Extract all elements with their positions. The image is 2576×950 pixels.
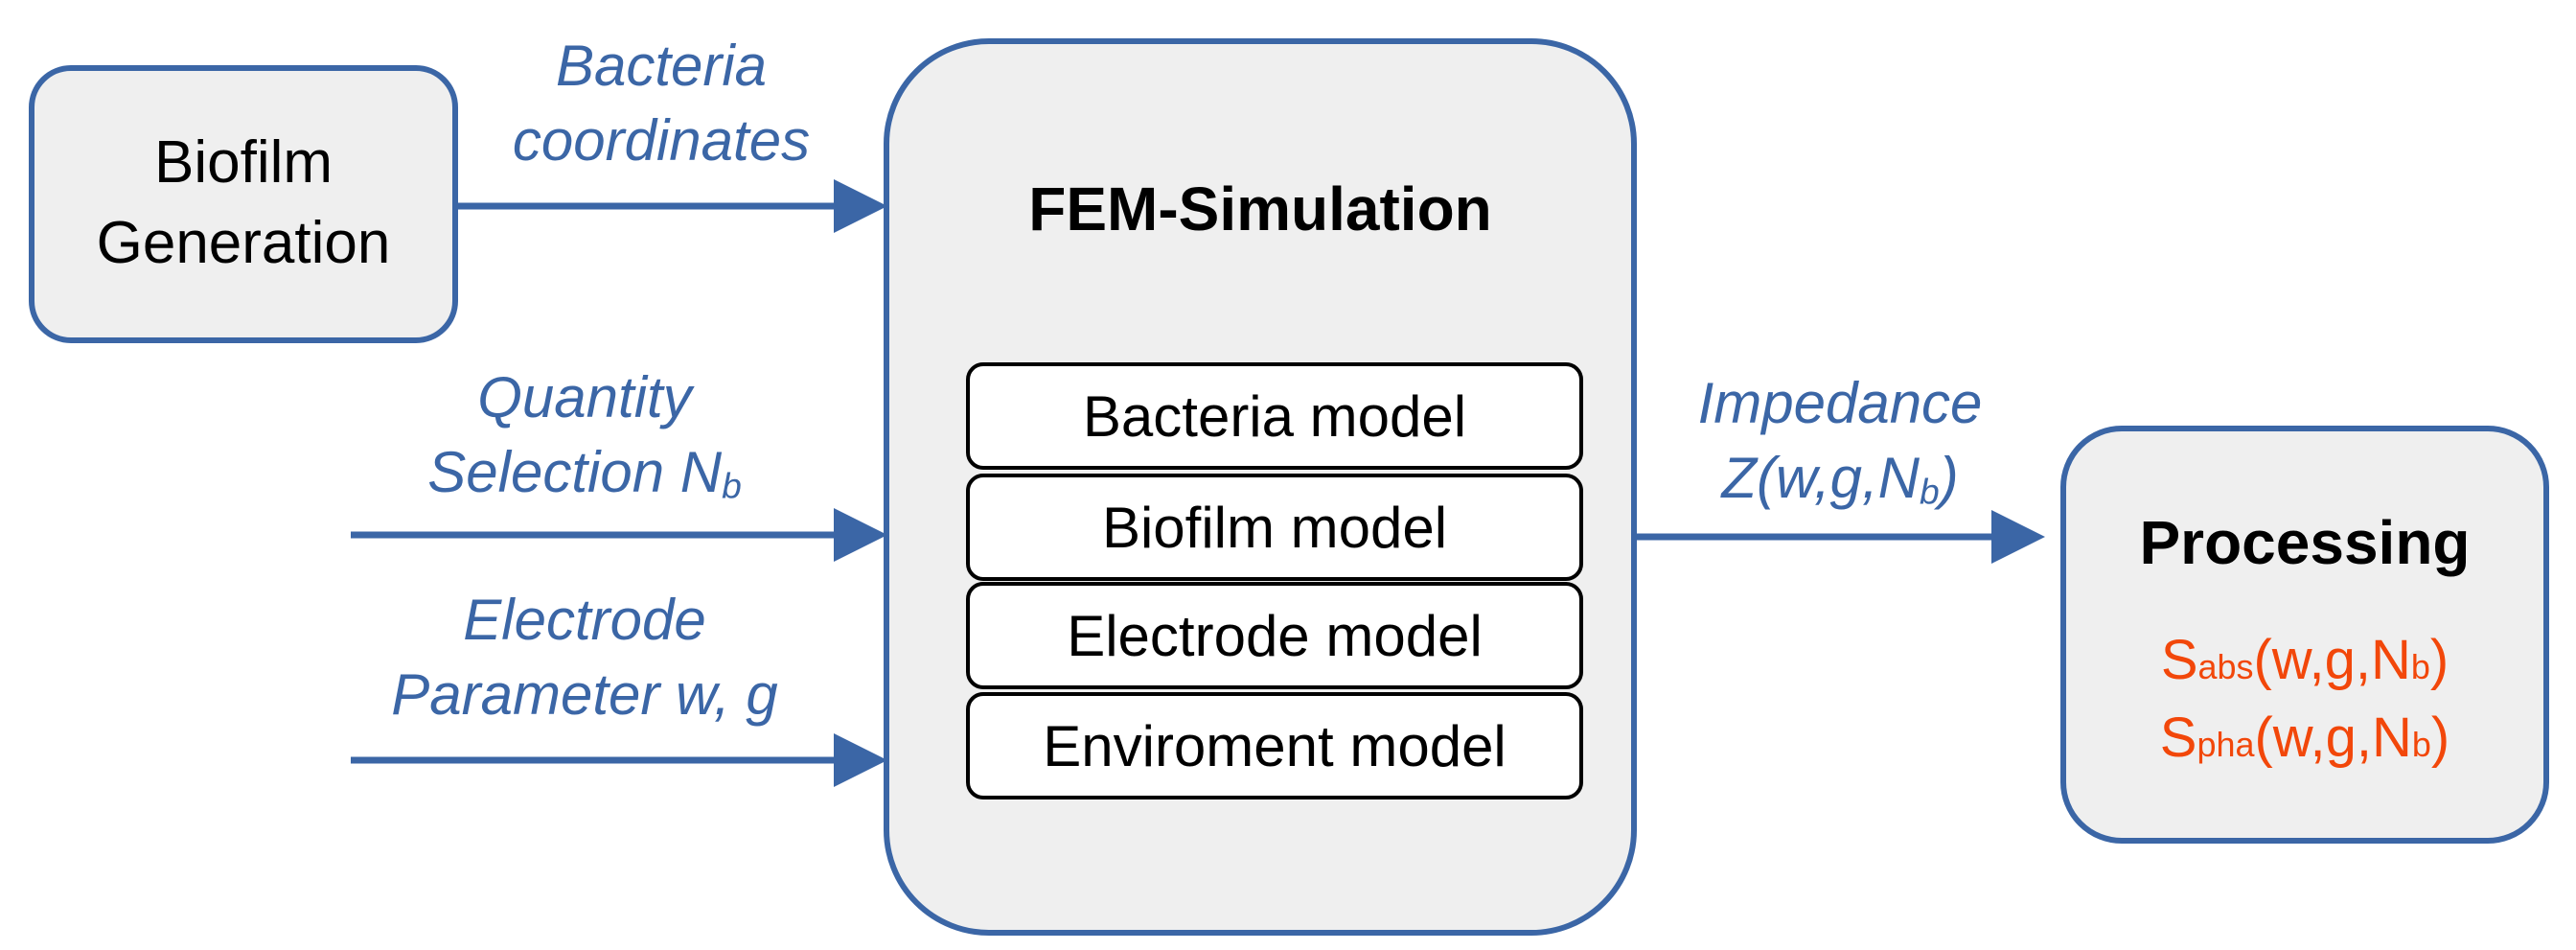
biofilm-generation-line2: Generation bbox=[96, 210, 391, 276]
bacteria-model: Bacteria model bbox=[966, 362, 1583, 470]
quantity-selection-label: Quantity Selection Nb bbox=[374, 360, 795, 523]
impedance-line2: Z(w,g,Nb) bbox=[1721, 446, 1959, 512]
processing-title: Processing bbox=[2139, 508, 2471, 577]
electrode-parameter-line2: Parameter w, g bbox=[391, 662, 778, 727]
impedance-label: Impedance Z(w,g,Nb) bbox=[1658, 366, 2022, 529]
bacteria-coordinates-label: Bacteria coordinates bbox=[460, 29, 862, 178]
fem-simulation-title: FEM-Simulation bbox=[1028, 174, 1492, 243]
impedance-line1: Impedance bbox=[1697, 371, 1983, 435]
quantity-selection-line1: Quantity bbox=[477, 365, 692, 429]
processing-box bbox=[2060, 426, 2549, 844]
biofilm-generation-box bbox=[29, 65, 458, 343]
quantity-selection-line2: Selection Nb bbox=[427, 440, 742, 506]
biofilm-generation-text: Biofilm Generation bbox=[29, 123, 458, 284]
s-abs-formula: Sabs(w,g,Nb) bbox=[2160, 629, 2450, 691]
processing-formulas: Sabs(w,g,Nb) Spha(w,g,Nb) bbox=[2060, 625, 2549, 780]
bacteria-coordinates-line2: coordinates bbox=[512, 108, 811, 173]
environment-model: Enviroment model bbox=[966, 692, 1583, 799]
biofilm-generation-line1: Biofilm bbox=[153, 129, 334, 196]
bacteria-coordinates-line1: Bacteria bbox=[555, 34, 768, 98]
biofilm-model: Biofilm model bbox=[966, 474, 1583, 581]
electrode-parameter-line1: Electrode bbox=[463, 588, 706, 652]
s-pha-formula: Spha(w,g,Nb) bbox=[2159, 707, 2450, 769]
electrode-parameter-label: Electrode Parameter w, g bbox=[345, 583, 824, 732]
electrode-model: Electrode model bbox=[966, 582, 1583, 689]
